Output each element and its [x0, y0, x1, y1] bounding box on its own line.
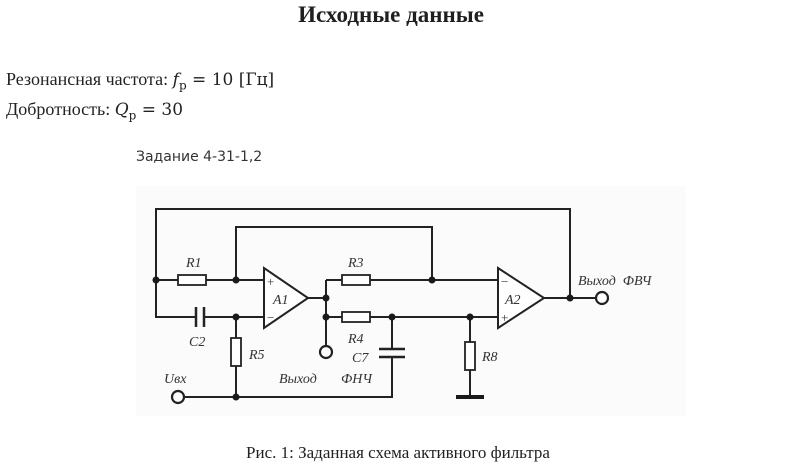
label-lpf-output-word: Выход	[279, 372, 317, 387]
opamp-a2	[497, 266, 546, 330]
figure-caption: Рис. 1: Заданная схема активного фильтра	[246, 443, 550, 462]
q-subscript: р	[128, 108, 137, 123]
resonant-frequency-formula: fр = 10 [Гц]	[172, 70, 275, 93]
opamp-a1	[263, 266, 310, 330]
label-r3: R3	[347, 256, 364, 271]
label-c2: C2	[189, 335, 205, 350]
q-value: 30	[161, 100, 184, 120]
freq-eq: =	[192, 70, 207, 90]
resistor-r8	[464, 341, 476, 371]
label-c7: C7	[352, 351, 369, 366]
a2-plus-pin: +	[501, 310, 508, 325]
input-terminal-icon	[170, 389, 186, 405]
resistor-r5	[230, 337, 242, 367]
label-input: Uвх	[164, 372, 187, 387]
lpf-output-terminal-icon	[318, 344, 334, 360]
quality-factor-param: Добротность: Qр = 30	[6, 99, 183, 122]
label-r1: R1	[185, 256, 202, 271]
freq-subscript: р	[178, 78, 187, 93]
freq-value: 10	[211, 70, 234, 90]
label-a1: A1	[272, 293, 289, 308]
q-eq: =	[141, 100, 156, 120]
label-hpf-output: Выход ФВЧ	[578, 274, 653, 289]
resonant-frequency-param: Резонансная частота: fр = 10 [Гц]	[6, 69, 274, 92]
outer-feedback-wire	[155, 208, 571, 298]
a1-minus-pin: −	[267, 310, 274, 325]
quality-factor-formula: Qр = 30	[114, 100, 184, 123]
label-lpf-output-type: ФНЧ	[341, 372, 373, 387]
resonant-frequency-label: Резонансная частота:	[6, 69, 169, 89]
freq-unit: [Гц]	[238, 70, 275, 90]
hpf-output-terminal-icon	[594, 290, 610, 306]
circuit-diagram: R1 R3 R4 R5 R8 C2 C7 A1 A2 + − − + Uвх В…	[152, 208, 653, 405]
wire-c2-left	[155, 280, 196, 318]
junction-dots	[152, 276, 574, 401]
capacitor-c7	[379, 347, 405, 397]
q-symbol: Q	[114, 100, 129, 120]
resistor-r3	[341, 274, 371, 286]
capacitor-c2	[194, 307, 206, 327]
page-title: Исходные данные	[298, 2, 484, 27]
resistor-r1	[177, 274, 207, 286]
inner-feedback-wire	[235, 226, 433, 280]
label-a2: A2	[504, 293, 521, 308]
label-r8: R8	[481, 350, 498, 365]
label-r5: R5	[248, 348, 265, 363]
circuit-figure: R1 R3 R4 R5 R8 C2 C7 A1 A2 + − − + Uвх В…	[136, 186, 686, 416]
a1-plus-pin: +	[267, 274, 274, 289]
task-label: Задание 4-31-1,2	[136, 149, 263, 165]
label-r4: R4	[347, 332, 364, 347]
resistor-r4	[341, 311, 371, 323]
quality-factor-label: Добротность:	[6, 99, 111, 119]
freq-symbol: f	[172, 70, 179, 90]
a2-minus-pin: −	[501, 274, 508, 289]
